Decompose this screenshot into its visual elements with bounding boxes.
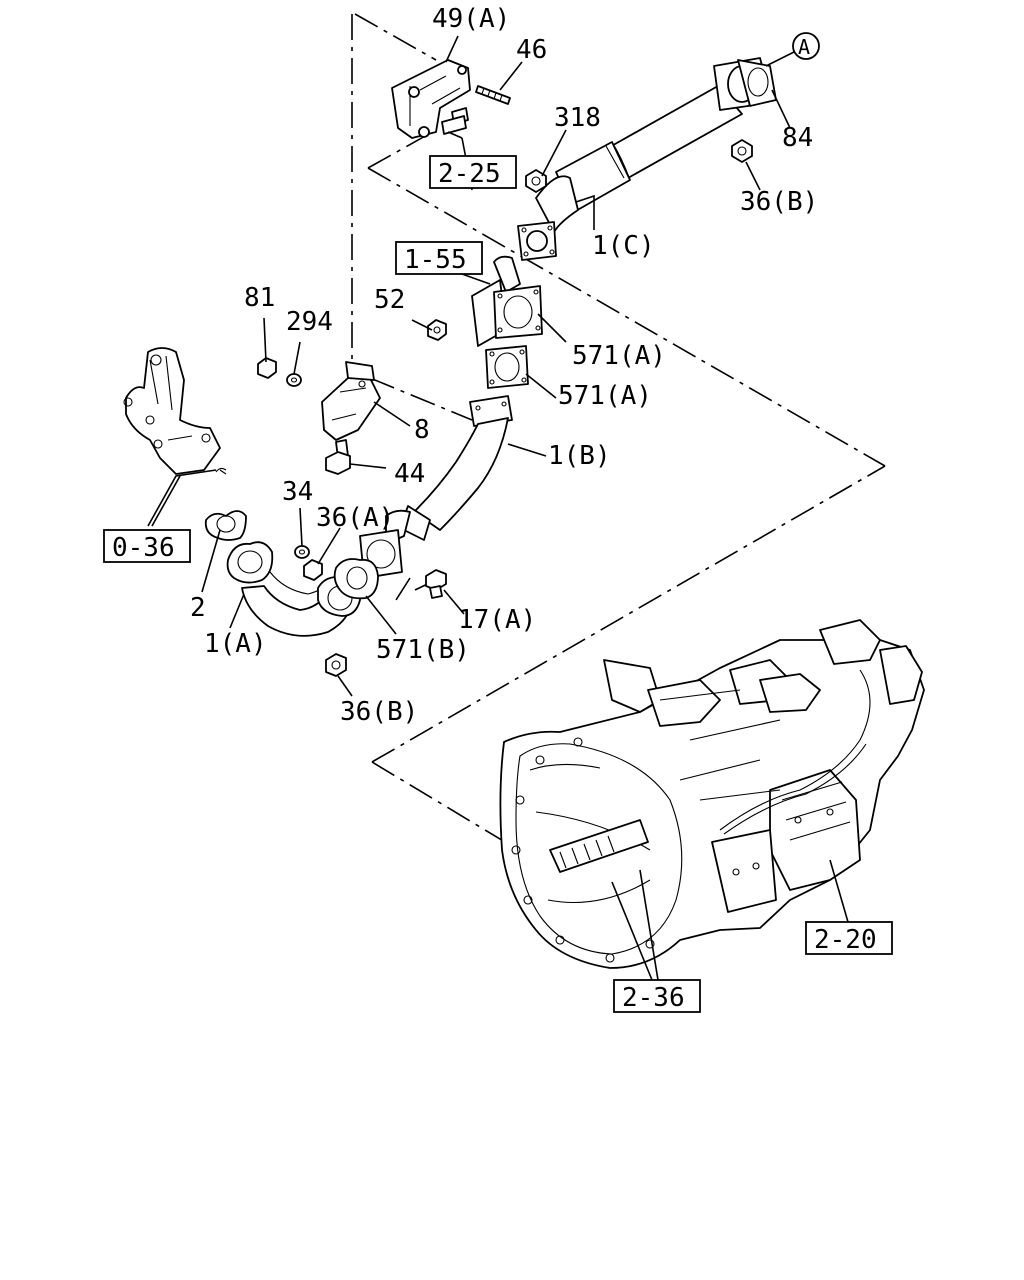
label-circle-a: A	[798, 35, 810, 59]
label-52: 52	[374, 285, 405, 315]
tail-pipe-1c	[517, 57, 777, 261]
label-571a-upper: 571(A)	[572, 341, 666, 371]
label-17a: 17(A)	[458, 605, 536, 635]
bolt-17a	[425, 569, 447, 599]
label-571a-lower: 571(A)	[558, 381, 652, 411]
gasket-571a	[485, 345, 529, 389]
ref-box-2-36: 2-36	[613, 979, 701, 1013]
label-ref-2-20: 2-20	[814, 925, 877, 955]
label-1a: 1(A)	[204, 629, 267, 659]
label-34: 34	[282, 477, 313, 507]
label-318: 318	[554, 103, 601, 133]
nut-52	[427, 319, 447, 341]
label-ref-0-36: 0-36	[112, 533, 175, 563]
bolt-2-25	[441, 107, 469, 135]
assembly-guide-lines	[351, 13, 886, 846]
reference-circle-a: A	[792, 32, 820, 60]
ref-box-1-55: 1-55	[395, 241, 483, 275]
label-8: 8	[414, 415, 430, 445]
stud-46	[475, 85, 511, 105]
nut-36b-bottom	[325, 653, 347, 677]
ref-box-2-25: 2-25	[429, 155, 517, 189]
label-294: 294	[286, 307, 333, 337]
label-44: 44	[394, 459, 425, 489]
bracket-49a	[391, 59, 471, 139]
label-46: 46	[516, 35, 547, 65]
washer-34	[294, 545, 310, 559]
ref-box-2-20: 2-20	[805, 921, 893, 955]
nut-318	[525, 169, 547, 193]
label-84: 84	[782, 123, 813, 153]
front-pipe-1b	[359, 395, 513, 579]
bracket-8	[321, 361, 381, 441]
flex-joint-1-55	[471, 255, 543, 347]
label-36b-top: 36(B)	[740, 187, 818, 217]
label-ref-1-55: 1-55	[404, 245, 467, 275]
gasket-571b	[333, 558, 379, 600]
label-49a: 49(A)	[432, 4, 510, 34]
label-36a: 36(A)	[316, 503, 394, 533]
label-ref-2-36: 2-36	[622, 983, 685, 1013]
bolt-44	[325, 439, 351, 475]
label-ref-2-25: 2-25	[438, 159, 501, 189]
label-2: 2	[190, 593, 206, 623]
label-1b: 1(B)	[548, 441, 611, 471]
label-36b-bottom: 36(B)	[340, 697, 418, 727]
callout-labels: 49(A) 46 318 84 36(B) 1(C) 52 571(A) 571…	[190, 4, 818, 727]
washer-294	[286, 373, 302, 387]
exhaust-manifold-0-36	[123, 347, 227, 475]
nut-81	[257, 357, 277, 379]
label-1c: 1(C)	[592, 231, 655, 261]
gasket-2	[204, 510, 247, 541]
transmission-assembly	[499, 619, 925, 969]
label-81: 81	[244, 283, 275, 313]
nut-36b-top	[731, 139, 753, 163]
leader-lines	[147, 35, 849, 981]
nut-36a	[303, 559, 323, 581]
ref-box-0-36: 0-36	[103, 529, 191, 563]
label-571b: 571(B)	[376, 635, 470, 665]
